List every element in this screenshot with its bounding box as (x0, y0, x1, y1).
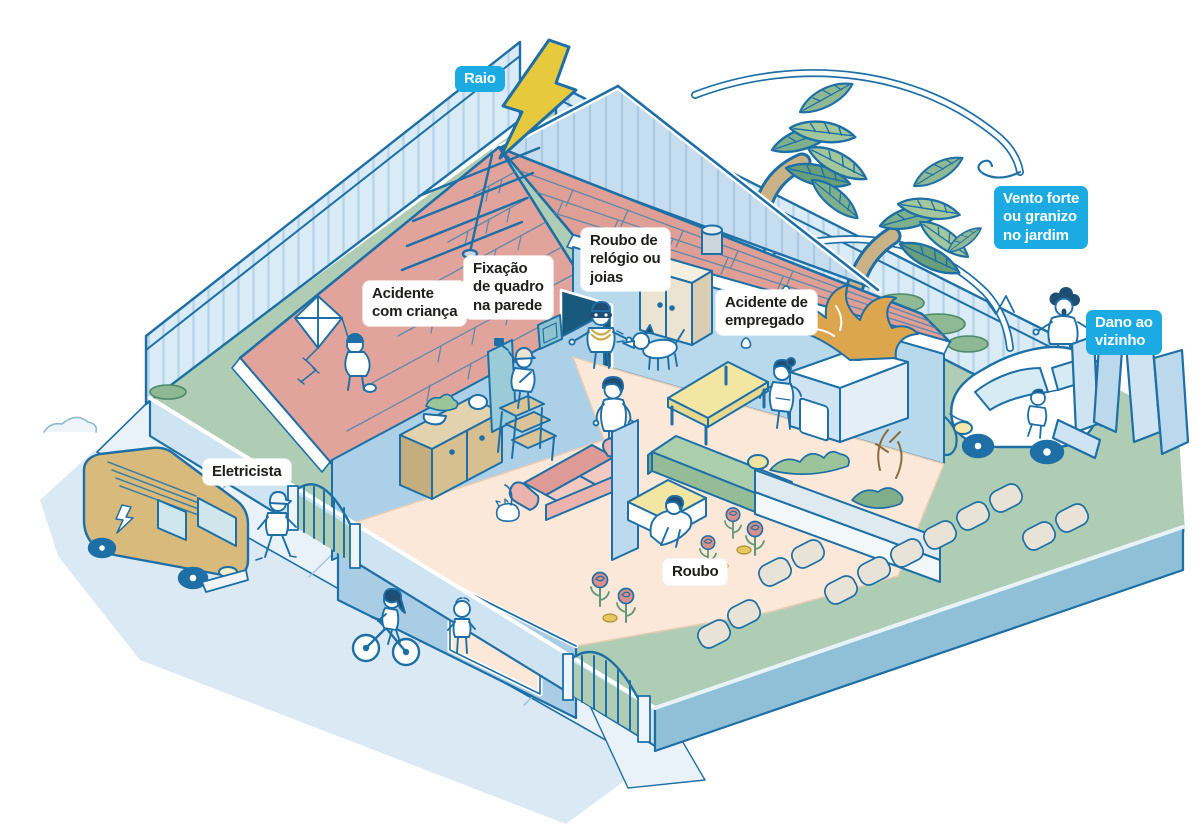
sideboard (399, 393, 503, 500)
label-roubo: Roubo (663, 559, 728, 586)
man-hanging-picture (494, 338, 536, 411)
label-acidente-empregado: Acidente de empregado (716, 290, 817, 335)
toddler-walking (447, 597, 476, 654)
child-at-car (1027, 388, 1048, 439)
white-cat (495, 484, 520, 522)
burglar-at-bed (649, 494, 693, 548)
lightning-bolt-icon (498, 38, 578, 160)
child-with-kite (294, 295, 377, 393)
label-dano-ao-vizinho: Dano ao vizinho (1086, 310, 1162, 355)
label-acidente-crianca: Acidente com criança (363, 281, 467, 326)
stepladder (487, 339, 557, 461)
electrician-walking (255, 491, 297, 561)
driveway-gate (562, 650, 651, 743)
attic-gable (492, 82, 882, 294)
tv-antenna (400, 146, 541, 272)
crashed-car (949, 345, 1109, 465)
label-roubo-joias: Roubo de relógio ou joias (581, 228, 670, 291)
jewelry-thief (568, 301, 633, 369)
lightning-logo (115, 504, 134, 534)
label-fixacao-quadro: Fixação de quadro na parede (464, 256, 553, 319)
roof-vent-pipe (701, 224, 723, 255)
barking-dog (616, 324, 685, 371)
girl-on-bicycle (351, 587, 421, 667)
label-vento-forte: Vento forte ou granizo no jardim (994, 186, 1089, 249)
maid-recoiling (759, 357, 802, 430)
garden-gate (287, 483, 361, 569)
house (231, 82, 952, 720)
label-raio: Raio (455, 66, 505, 93)
front-right-wall (653, 525, 1185, 753)
broken-fence-planks (985, 295, 1190, 460)
label-eletricista: Eletricista (203, 459, 291, 486)
dining-table (667, 361, 769, 446)
